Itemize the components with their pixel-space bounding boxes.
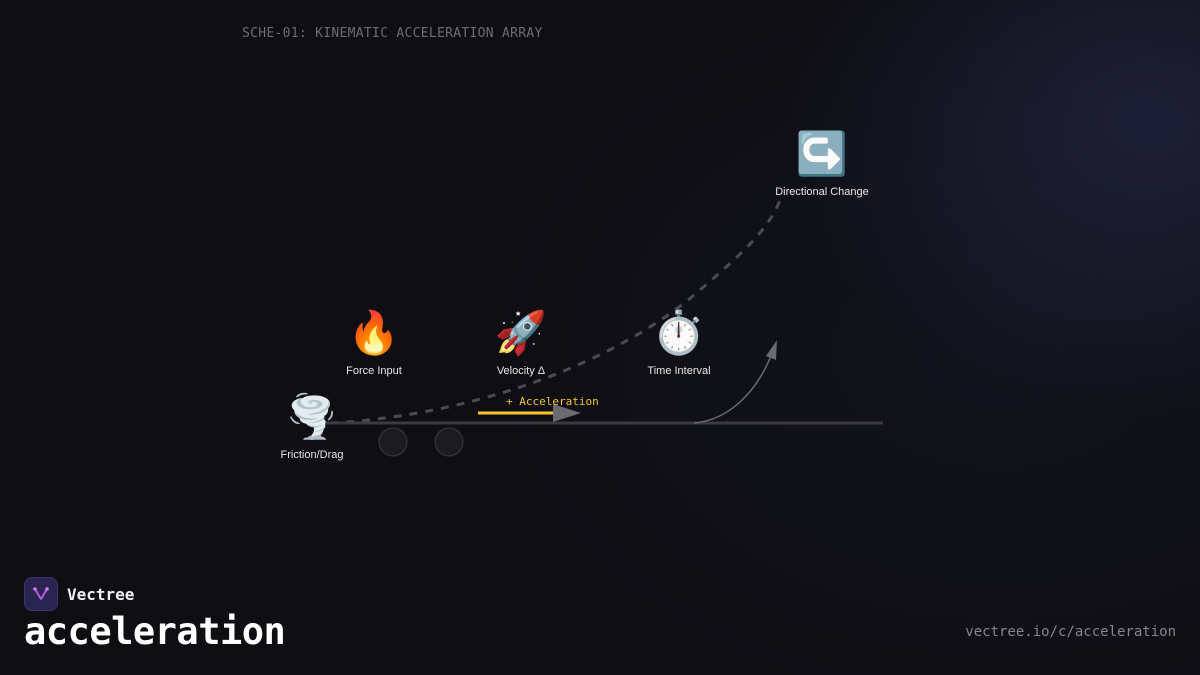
node-friction-drag: 🌪️ Friction/Drag <box>242 392 382 462</box>
lift-curve-arrowhead <box>766 340 777 360</box>
node-directional-change: ↪️ Directional Change <box>752 129 892 199</box>
scheme-title: SCHE-01: KINEMATIC ACCELERATION ARRAY <box>242 26 543 41</box>
tornado-icon: 🌪️ <box>285 392 339 441</box>
friction-drag-label: Friction/Drag <box>280 449 344 461</box>
brand[interactable]: Vectree <box>24 577 134 611</box>
wheel-right <box>434 427 464 457</box>
time-interval-label: Time Interval <box>647 365 711 377</box>
wheel-left <box>378 427 408 457</box>
trajectory-curve <box>329 194 784 425</box>
vectree-logo-icon <box>24 577 58 611</box>
directional-change-icon: ↪️ <box>795 129 849 178</box>
brand-name: Vectree <box>67 584 135 604</box>
acceleration-label: + Acceleration <box>506 395 599 408</box>
rocket-icon: 🚀 <box>494 308 548 357</box>
node-velocity-delta: 🚀 Velocity Δ <box>451 308 591 378</box>
fire-icon: 🔥 <box>347 308 401 357</box>
directional-change-label: Directional Change <box>775 186 869 198</box>
lift-curve-arrow <box>693 344 776 424</box>
page-url-link[interactable]: vectree.io/c/acceleration <box>965 624 1176 640</box>
velocity-delta-label: Velocity Δ <box>496 365 546 377</box>
force-input-label: Force Input <box>346 365 402 377</box>
acceleration-arrowhead <box>553 404 581 422</box>
node-time-interval: ⏱️ Time Interval <box>609 308 749 378</box>
stopwatch-icon: ⏱️ <box>652 308 706 357</box>
page-title: acceleration <box>24 610 286 653</box>
node-force-input: 🔥 Force Input <box>304 308 444 378</box>
